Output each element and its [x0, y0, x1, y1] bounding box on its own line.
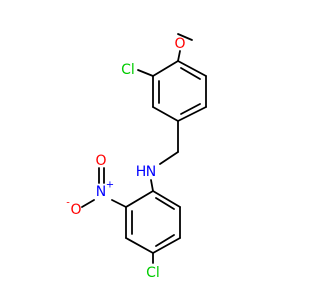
nitro-nitrogen-charge: +	[106, 180, 114, 191]
nitrogen-amine-label: N	[146, 164, 156, 180]
bond-ring2-f	[152, 190, 181, 208]
bond-ring2-double-3	[155, 197, 175, 210]
bond-ring2-a	[125, 190, 154, 208]
molecule-canvas: Cl O N H N + O O - Cl	[66, 33, 207, 281]
bond-nitro-o-left	[81, 199, 95, 208]
bond-cl-top	[137, 69, 154, 77]
oxygen-methoxy-label: O	[174, 36, 185, 52]
bond-ch2-n	[159, 151, 179, 165]
bond-methyl-o	[177, 33, 193, 41]
bond-n-ring2	[150, 179, 154, 192]
bond-ring2-c	[125, 237, 154, 254]
atom-labels: Cl O N H N + O O - Cl	[66, 36, 185, 281]
bond-ring1-f	[177, 60, 207, 77]
chlorine-bottom-label: Cl	[146, 265, 160, 281]
bond-ring-nitro	[111, 199, 127, 208]
bond-o-ring	[177, 50, 181, 62]
bonds	[81, 33, 207, 264]
oxygen-nitro-top-label: O	[95, 153, 106, 169]
nitro-oxygen-charge: -	[66, 198, 70, 209]
hydrogen-amine-label: H	[136, 164, 147, 180]
bond-ring1-double-2	[180, 103, 201, 115]
bond-ring1-a	[152, 60, 179, 77]
chlorine-top-label: Cl	[121, 62, 135, 78]
bond-ring2-d	[152, 237, 181, 254]
bond-ring1-double-3	[180, 67, 201, 80]
nitrogen-nitro-label: N	[96, 184, 106, 200]
bond-ring1-d	[177, 106, 207, 122]
oxygen-nitro-left-label: O	[70, 202, 81, 218]
structure-diagram: Cl O N H N + O O - Cl	[66, 33, 207, 281]
bond-ring2-double-2	[155, 234, 175, 247]
bond-ring1-c	[152, 106, 179, 122]
